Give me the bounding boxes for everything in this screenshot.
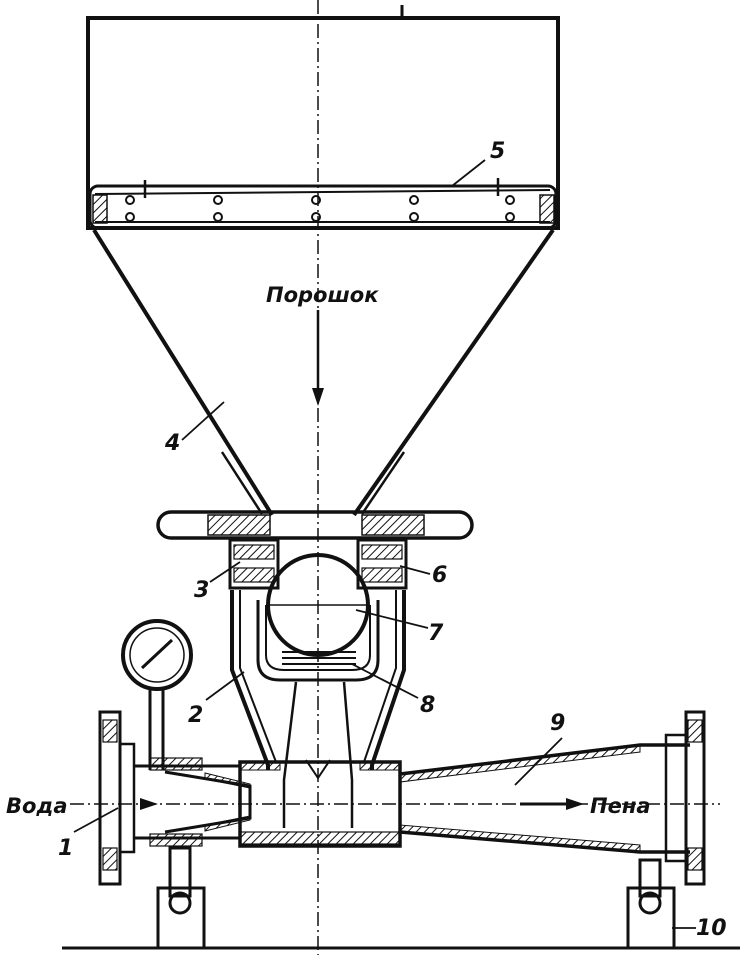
callout-10: 10 [696, 916, 727, 941]
water-label: Вода [6, 794, 68, 818]
support-left [156, 846, 206, 950]
pressure-gauge [121, 619, 193, 770]
inlet-flange [98, 710, 136, 886]
support-right [626, 858, 676, 950]
callout-2: 2 [188, 703, 203, 728]
funnel [92, 228, 555, 517]
spring-cage [256, 600, 380, 682]
hopper-box [86, 5, 560, 230]
valve-flange [228, 538, 408, 590]
callout-5: 5 [490, 139, 505, 164]
powder-flow-arrow [312, 310, 324, 406]
callout-1: 1 [58, 836, 73, 861]
leader-lines [73, 159, 696, 929]
outlet-flange [664, 710, 706, 886]
callout-9: 9 [550, 711, 565, 736]
powder-label: Порошок [266, 283, 379, 307]
diffuser [399, 743, 690, 854]
callout-7: 7 [428, 621, 444, 646]
callout-8: 8 [420, 693, 435, 718]
handwheel [156, 510, 474, 540]
ball-valve [266, 553, 370, 657]
foam-flow-arrow [520, 798, 584, 810]
callout-6: 6 [432, 563, 447, 588]
foam-label: Пена [590, 794, 651, 818]
powder-channel [282, 681, 354, 828]
sieve-band [88, 178, 558, 230]
callout-4: 4 [164, 431, 180, 456]
nozzle [134, 757, 252, 847]
water-arrow-head [140, 798, 158, 810]
callout-3: 3 [194, 578, 209, 603]
